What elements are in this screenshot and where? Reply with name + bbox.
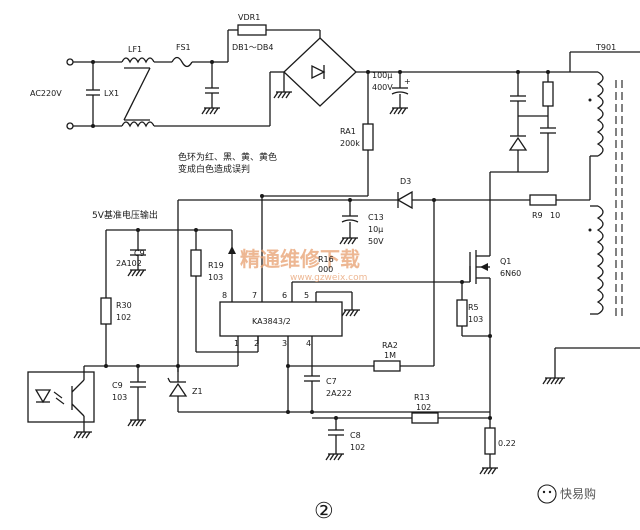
label-c8-1: C8: [350, 431, 361, 440]
label-pin3: 3: [282, 339, 287, 348]
figure-number: ②: [314, 499, 334, 524]
ac-input: [66, 58, 122, 130]
comp-node: [84, 344, 239, 368]
label-db: DB1～DB4: [232, 43, 273, 52]
label-q1-2: 6N60: [500, 269, 521, 278]
label-ra2-1: RA2: [382, 341, 398, 350]
label-c9-upper-1: C9: [134, 249, 145, 258]
mosfet-q1: [460, 250, 491, 418]
label-c8-2: 102: [350, 443, 365, 452]
label-r9-value: 10: [550, 211, 560, 220]
label-r13-2: 102: [416, 403, 431, 412]
label-pin5: 5: [304, 291, 309, 300]
label-cap-main-1: 100μ: [372, 71, 392, 80]
fuse-fs1: [154, 56, 270, 127]
vref-line: [106, 200, 236, 372]
label-lf1: LF1: [128, 45, 142, 54]
label-c9-upper-2: 2A102: [116, 259, 142, 268]
label-r16-1: R16: [318, 255, 334, 264]
capacitor-c8: [325, 416, 344, 461]
resistor-r9: [529, 194, 560, 206]
zener-z1: [167, 366, 490, 413]
label-q1-1: Q1: [500, 257, 511, 266]
label-ac: AC220V: [30, 89, 62, 98]
capacitor-x2: [201, 60, 220, 115]
label-d3: D3: [400, 177, 411, 186]
brand-logo: 快易购: [537, 484, 596, 504]
capacitor-c7: [286, 366, 320, 414]
label-ic: KA3843/2: [252, 317, 291, 326]
label-cap-main-2: 400V: [372, 83, 393, 92]
ic-ka3843: [219, 282, 343, 366]
label-pin1: 1: [234, 339, 239, 348]
label-c13-2: 10μ: [368, 225, 383, 234]
note-line-1: 色环为红、黑、黄、黄色: [178, 151, 277, 163]
label-c13-3: 50V: [368, 237, 384, 246]
resistor-ra2: [286, 198, 436, 372]
label-pin7: 7: [252, 291, 257, 300]
note-line-2: 变成白色造成误判: [178, 163, 250, 175]
bridge-rectifier: [269, 37, 570, 126]
capacitor-lx1: [86, 62, 100, 126]
startup-path: [260, 194, 368, 290]
label-r16-2: 000: [318, 265, 333, 274]
capacitor-c13: [339, 200, 359, 245]
svg-text:+: +: [404, 77, 411, 86]
label-c9-lower-2: 103: [112, 393, 127, 402]
label-r30-2: 102: [116, 313, 131, 322]
diode-d3: [178, 190, 530, 210]
capacitor-main: +: [389, 70, 411, 115]
label-t901: T901: [595, 43, 616, 52]
label-c7-2: 2A222: [326, 389, 352, 398]
label-r9: R9: [532, 211, 543, 220]
label-r30-1: R30: [116, 301, 132, 310]
label-c9-lower-1: C9: [112, 381, 123, 390]
label-r19-1: R19: [208, 261, 224, 270]
label-ra1-2: 200k: [340, 139, 360, 148]
bottom-right-ground: [542, 347, 640, 385]
transformer-t901: [569, 51, 640, 320]
label-pin4: 4: [306, 339, 311, 348]
varistor-vdr1: [212, 24, 321, 63]
resistor-r5: [456, 282, 492, 338]
capacitor-c9-lower: [127, 366, 146, 427]
label-c7-1: C7: [326, 377, 337, 386]
pin5-ground: [316, 291, 360, 317]
watermark-url: www.gzweix.com: [290, 273, 367, 283]
label-pin2: 2: [254, 339, 259, 348]
label-pin8: 8: [222, 291, 227, 300]
label-vdr1: VDR1: [238, 13, 260, 22]
resistor-r13: [312, 412, 492, 424]
capacitor-c9-upper: [127, 230, 146, 277]
choke-lf1: [121, 57, 155, 128]
label-r13-1: R13: [414, 393, 430, 402]
label-r5-2: 103: [468, 315, 483, 324]
resistor-r30: [100, 230, 112, 368]
chat-icon: [537, 484, 557, 504]
resistor-sense: [479, 418, 498, 475]
label-ra1-1: RA1: [340, 127, 356, 136]
drain-path: [489, 172, 590, 252]
resistor-ra1: [362, 70, 374, 196]
label-ra2-2: 1M: [384, 351, 396, 360]
label-z1: Z1: [192, 387, 203, 396]
optocoupler: [27, 366, 95, 439]
label-ref-output: 5V基准电压输出: [92, 209, 158, 221]
snubber-network: [490, 70, 556, 173]
brand-name: 快易购: [560, 486, 596, 501]
label-r19-2: 103: [208, 273, 223, 282]
label-fs1: FS1: [176, 43, 191, 52]
label-pin6: 6: [282, 291, 287, 300]
label-sense-resistor: 0.22: [498, 439, 516, 448]
label-c13-1: C13: [368, 213, 384, 222]
label-r5-1: R5: [468, 303, 479, 312]
watermark-text: 精通维修下载: [240, 247, 360, 271]
label-lx1: LX1: [104, 89, 119, 98]
